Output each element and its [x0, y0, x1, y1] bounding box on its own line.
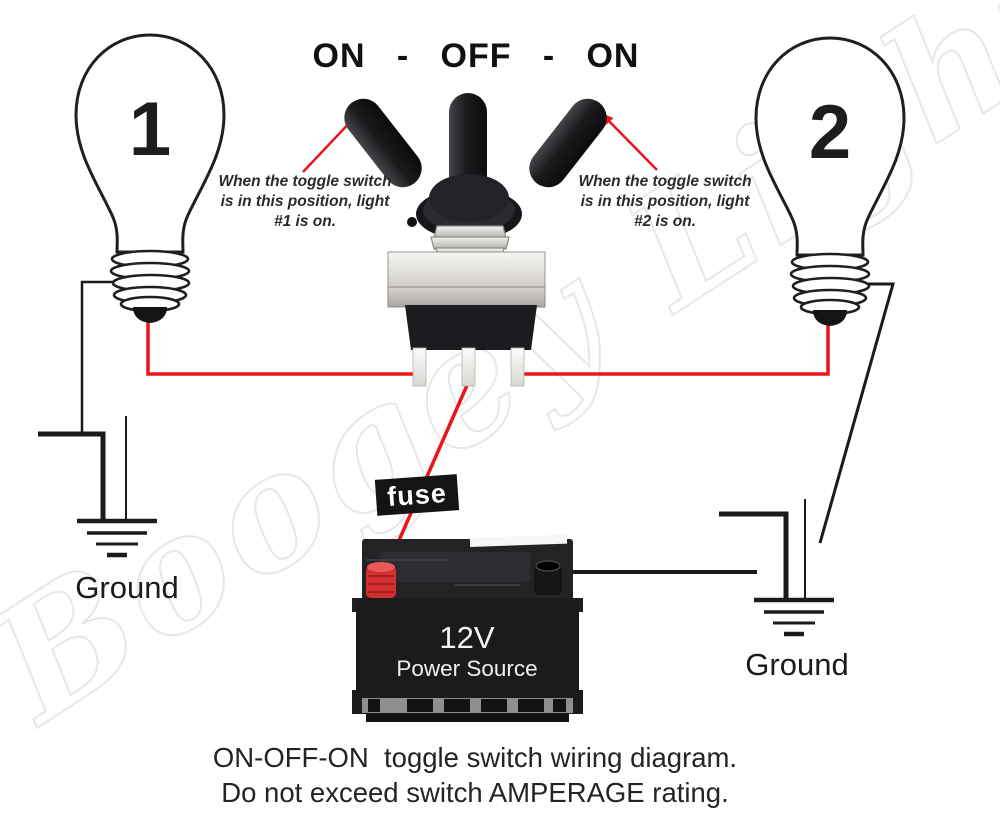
switch-terminal-right	[510, 347, 525, 387]
caption-line-2: Do not exceed switch AMPERAGE rating.	[221, 777, 729, 808]
annotation-left-line2: is in this position, light	[220, 193, 390, 210]
annotation-right-line2: is in this position, light	[580, 193, 750, 210]
annotation-arrow-right	[601, 113, 658, 171]
annotation-left: When the toggle switch is in this positi…	[209, 172, 401, 232]
wire-red-bulb2	[519, 318, 830, 376]
battery-positive-terminal	[366, 562, 396, 598]
wire-black-bulb2-ground	[719, 282, 895, 598]
title: ON - OFF - ON	[312, 37, 640, 75]
switch-terminal-center	[461, 347, 476, 387]
bulb-1-number: 1	[128, 87, 172, 172]
switch-body	[405, 305, 537, 350]
fuse-label: fuse	[374, 474, 460, 516]
switch-base-metal	[387, 251, 546, 308]
wire-black-bulb1-ground	[38, 280, 127, 519]
ground-left-label: Ground	[75, 570, 179, 605]
annotation-left-line1: When the toggle switch	[218, 173, 392, 190]
battery	[352, 534, 583, 722]
annotation-right: When the toggle switch is in this positi…	[569, 172, 761, 232]
bulb-1	[74, 33, 226, 325]
caption-line-1: ON-OFF-ON toggle switch wiring diagram.	[212, 742, 738, 773]
wire-red-bulb1	[146, 316, 417, 376]
ground-right-label: Ground	[745, 647, 849, 682]
switch-terminal-left	[412, 347, 427, 387]
annotation-left-line3: #1 is on.	[273, 213, 337, 230]
battery-name: Power Source	[396, 656, 538, 681]
bulb-2-number: 2	[808, 90, 852, 175]
ground-symbol-right	[754, 600, 834, 634]
annotation-right-line3: #2 is on.	[633, 213, 697, 230]
battery-voltage: 12V	[439, 620, 495, 655]
battery-negative-terminal	[534, 560, 562, 595]
ground-symbol-left	[77, 521, 157, 555]
annotation-right-line1: When the toggle switch	[578, 173, 752, 190]
toggle-switch	[387, 93, 546, 387]
